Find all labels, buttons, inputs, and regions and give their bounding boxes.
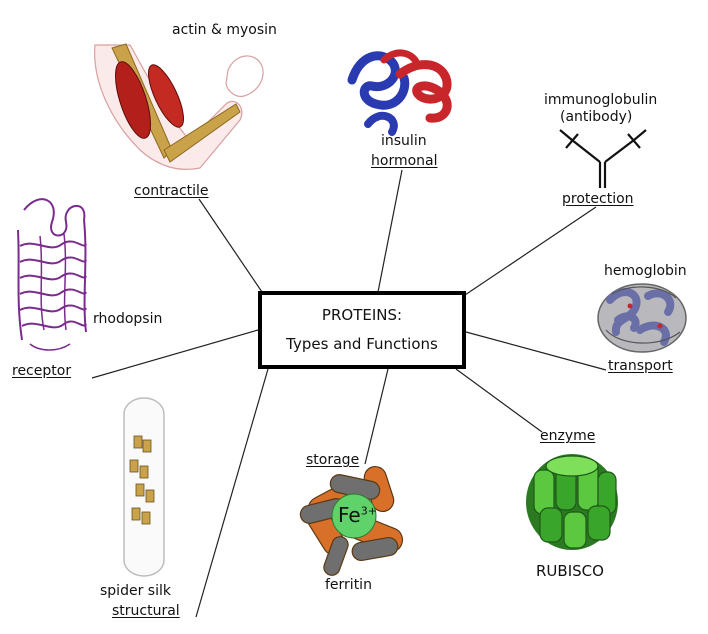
line-storage [364, 368, 389, 465]
example-rubisco: RUBISCO [536, 562, 604, 580]
example-spider-silk: spider silk [100, 583, 171, 599]
example-rhodopsin: rhodopsin [93, 311, 163, 327]
spider-silk-illustration [123, 397, 165, 577]
line-transport [465, 331, 607, 371]
category-structural: structural [112, 603, 180, 619]
iron-charge: 3+ [360, 504, 377, 518]
rubisco-illustration [526, 454, 618, 550]
category-receptor: receptor [12, 363, 72, 379]
iron-symbol: Fe [338, 503, 361, 527]
antibody-illustration [559, 129, 647, 188]
example-actin-myosin: actin & myosin [172, 22, 277, 38]
category-contractile: contractile [134, 183, 209, 199]
center-title-box: PROTEINS: Types and Functions [258, 291, 466, 369]
example-immunoglobulin: immunoglobulin [544, 92, 658, 108]
line-hormonal [377, 169, 403, 293]
line-contractile [198, 198, 263, 293]
example-insulin: insulin [381, 133, 427, 149]
connector-lines [91, 169, 607, 618]
center-title-line2: Types and Functions [286, 335, 438, 353]
line-receptor [91, 329, 259, 379]
arm-illustration [94, 43, 264, 171]
example-ferritin: ferritin [325, 577, 372, 593]
category-hormonal: hormonal [371, 153, 438, 169]
line-enzyme [455, 368, 543, 433]
example-antibody: (antibody) [560, 109, 633, 125]
ferritin-illustration [299, 465, 404, 576]
iron-ion-label: Fe3+ [338, 503, 377, 527]
category-protection: protection [562, 191, 634, 207]
hemoglobin-illustration [597, 283, 687, 353]
category-storage: storage [306, 452, 360, 468]
line-protection [461, 206, 597, 298]
category-enzyme: enzyme [540, 428, 596, 444]
rhodopsin-illustration [17, 198, 87, 351]
insulin-illustration [347, 49, 452, 136]
line-structural [195, 368, 269, 618]
center-title-line1: PROTEINS: [321, 306, 403, 324]
category-transport: transport [608, 358, 673, 374]
example-hemoglobin: hemoglobin [604, 263, 687, 279]
